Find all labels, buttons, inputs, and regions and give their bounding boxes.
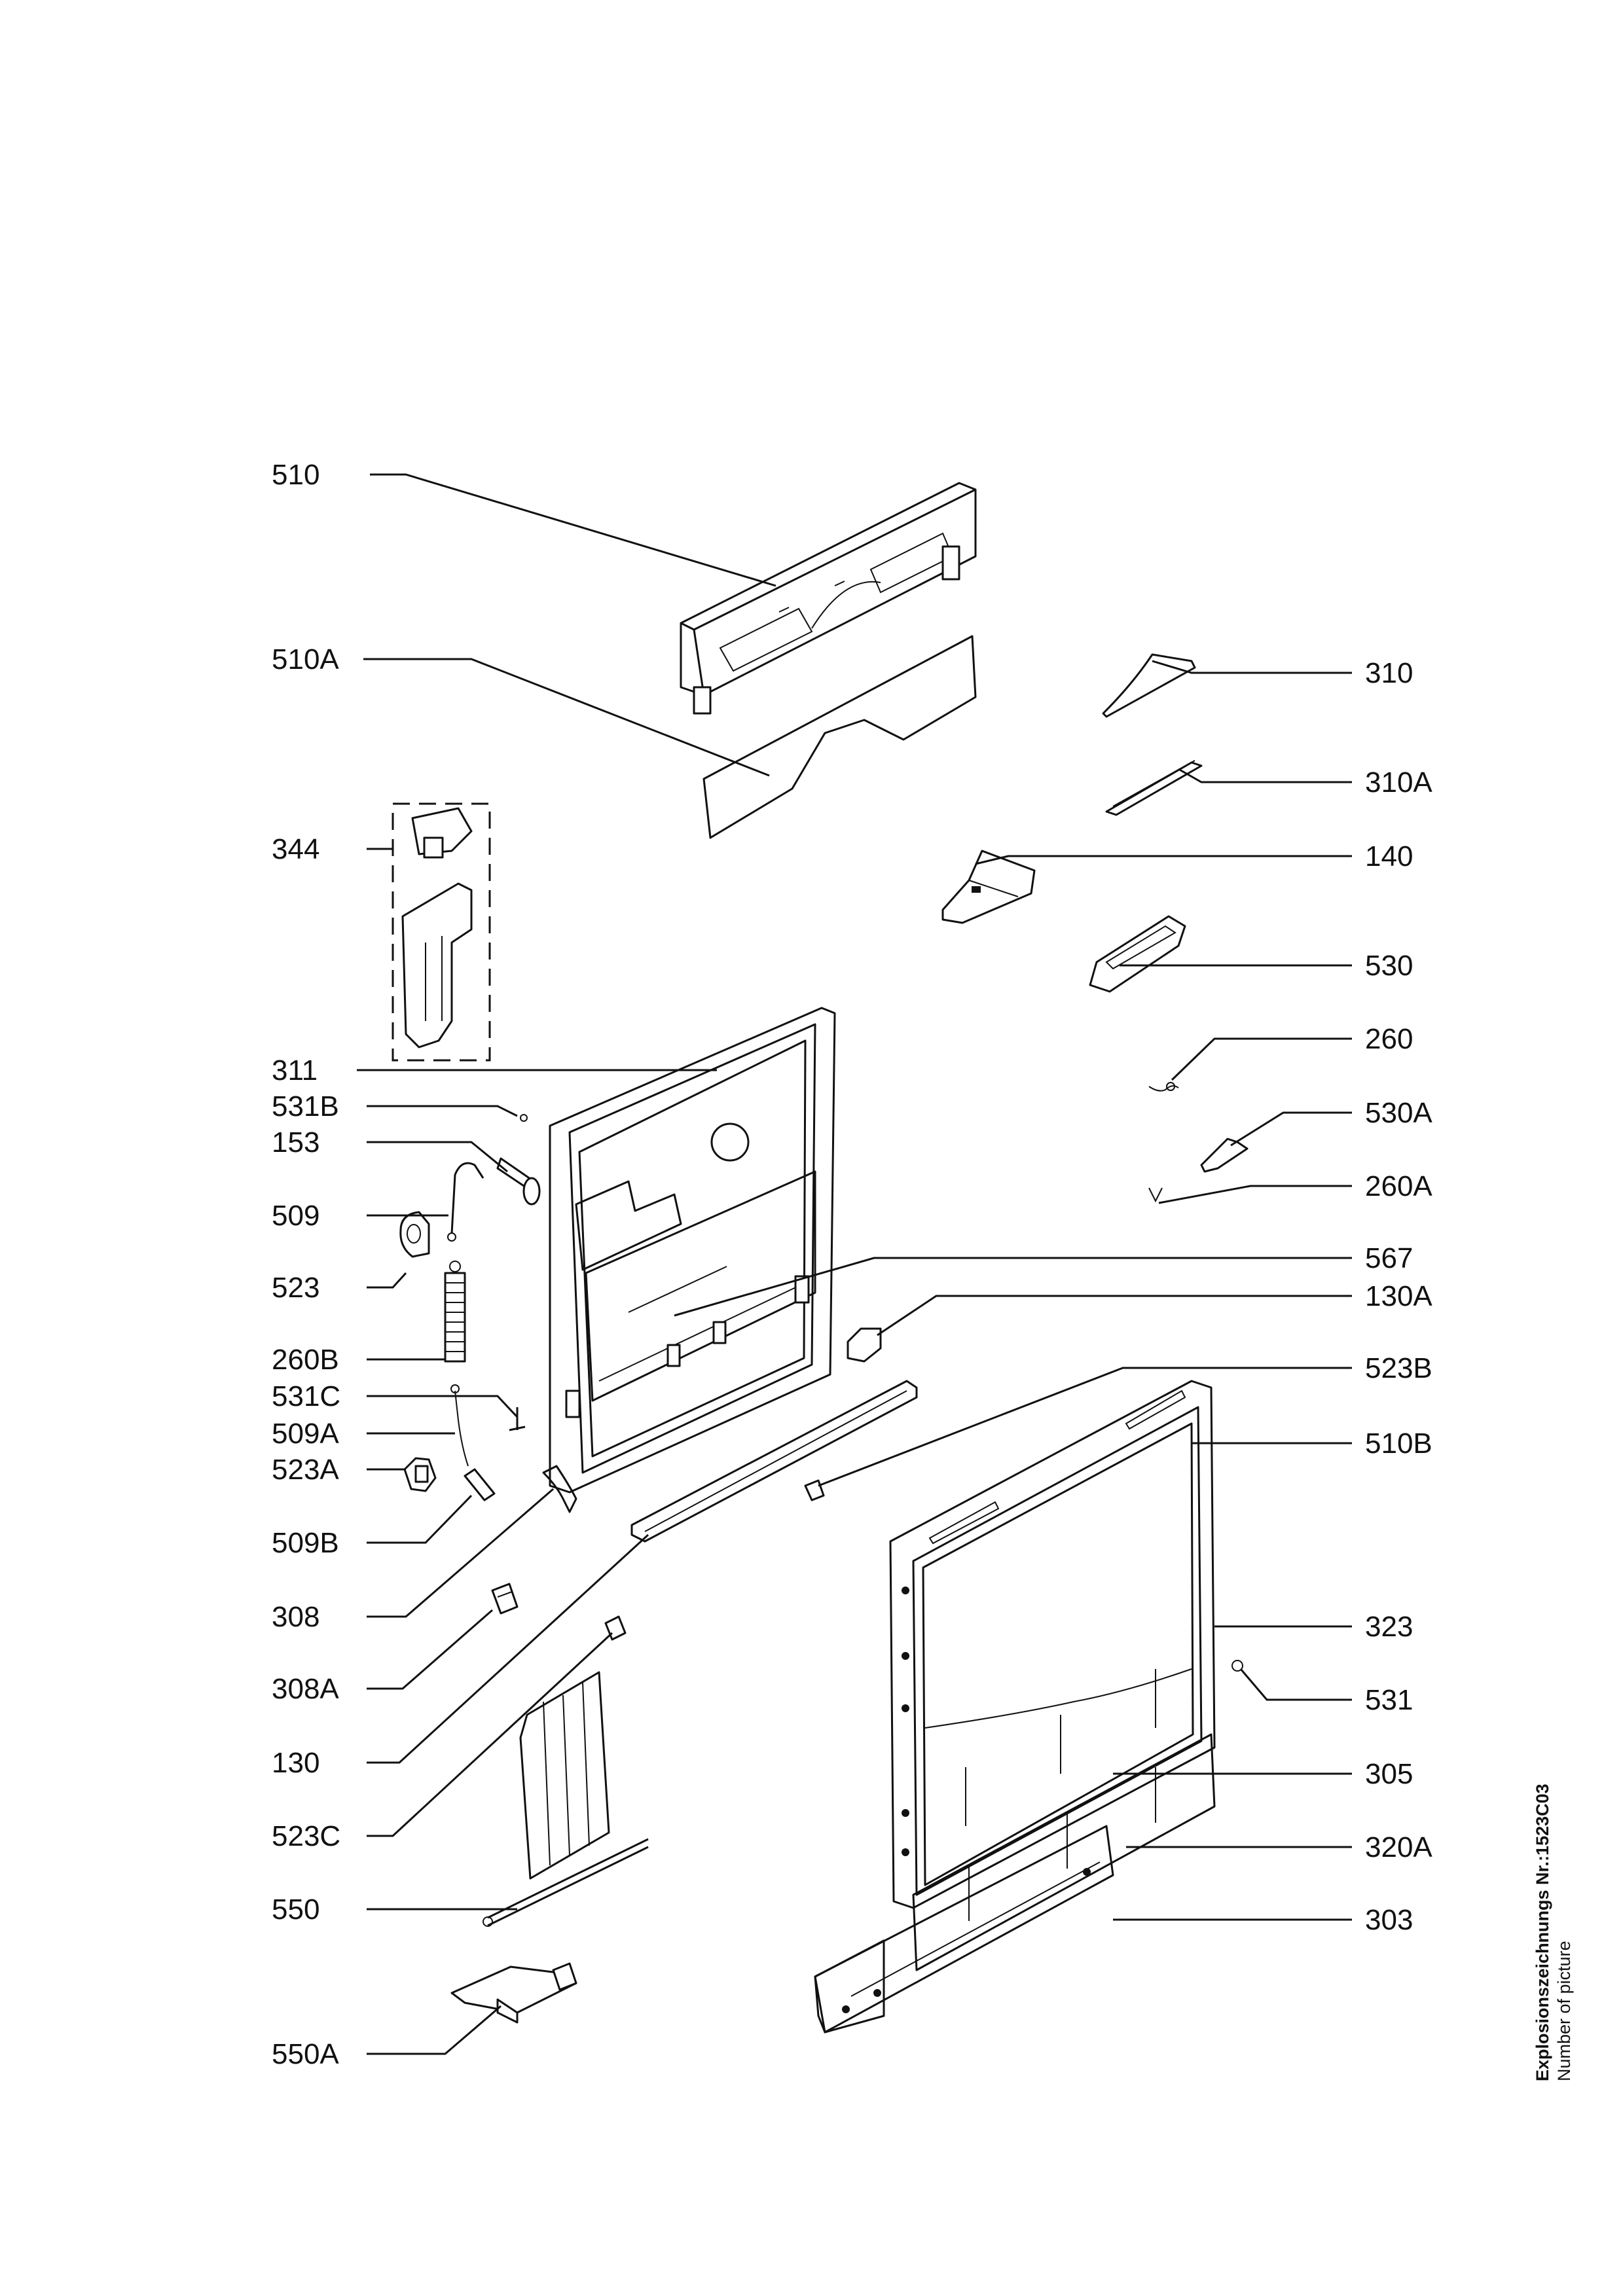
part-344-bracket-set	[392, 802, 491, 1062]
part-303-kick-plate	[814, 1825, 1114, 2034]
part-523A-pulley	[403, 1457, 437, 1492]
part-260B-spring	[444, 1261, 466, 1363]
part-140-switch	[941, 850, 1036, 924]
caption-subtitle: Number of picture	[1554, 1941, 1574, 2081]
part-311-inner-door	[542, 1007, 836, 1513]
label-523A: 523A	[272, 1454, 339, 1486]
label-510: 510	[272, 459, 319, 491]
label-530: 530	[1365, 950, 1413, 982]
label-308A: 308A	[272, 1673, 339, 1705]
part-523B-clip	[804, 1479, 825, 1501]
label-310: 310	[1365, 657, 1413, 689]
label-550: 550	[272, 1893, 319, 1926]
label-523B: 523B	[1365, 1352, 1432, 1384]
label-531C: 531C	[272, 1380, 340, 1412]
part-320A-lower-panel	[912, 1733, 1216, 1971]
label-344: 344	[272, 833, 319, 865]
label-310A: 310A	[1365, 766, 1432, 798]
part-260A-clip	[1148, 1187, 1163, 1203]
label-550A: 550A	[272, 2038, 339, 2070]
part-531-screw	[1231, 1660, 1243, 1672]
part-523-pulley	[399, 1211, 430, 1258]
part-130-rail	[630, 1380, 918, 1543]
label-260: 260	[1365, 1023, 1413, 1055]
part-130A-block	[847, 1327, 882, 1363]
part-510-control-panel	[680, 482, 977, 715]
label-311: 311	[272, 1054, 318, 1086]
label-530A: 530A	[1365, 1097, 1432, 1129]
part-531C-screw	[509, 1407, 526, 1431]
part-530A-latch	[1200, 1138, 1249, 1173]
label-308: 308	[272, 1601, 319, 1633]
part-531B-screw	[520, 1114, 528, 1122]
label-153: 153	[272, 1126, 319, 1158]
part-510A-panel-strip	[702, 635, 977, 839]
part-310-cover	[1102, 653, 1196, 718]
label-130A: 130A	[1365, 1280, 1432, 1312]
part-308A-clip	[491, 1583, 519, 1615]
label-130: 130	[272, 1747, 319, 1779]
label-510B: 510B	[1365, 1427, 1432, 1460]
part-260-spring	[1148, 1082, 1179, 1092]
part-153-latch-pin	[496, 1157, 541, 1206]
label-567: 567	[1365, 1242, 1413, 1274]
label-509B: 509B	[272, 1527, 339, 1559]
label-509: 509	[272, 1200, 319, 1232]
label-260B: 260B	[272, 1344, 339, 1376]
part-550A-bracket	[450, 1962, 577, 2024]
part-509A-cable	[450, 1384, 469, 1467]
part-509-hook	[447, 1162, 484, 1242]
label-303: 303	[1365, 1904, 1413, 1936]
label-509A: 509A	[272, 1418, 339, 1450]
label-523: 523	[272, 1272, 319, 1304]
label-510A: 510A	[272, 643, 339, 675]
leader-lines	[357, 473, 1352, 2055]
part-509B-link	[464, 1468, 496, 1501]
part-310A-strip	[1105, 760, 1203, 816]
label-140: 140	[1365, 840, 1413, 872]
label-320A: 320A	[1365, 1831, 1432, 1863]
caption-title: Explosionszeichnungs Nr.:1523C03	[1533, 1784, 1552, 2081]
part-550-stand	[483, 1671, 649, 1927]
part-number-labels: 510 510A 344 311 531B 153 509 523 260B 5…	[272, 459, 1432, 2070]
label-531: 531	[1365, 1684, 1413, 1716]
label-523C: 523C	[272, 1820, 340, 1852]
part-323-outer-door	[889, 1380, 1216, 1909]
label-531B: 531B	[272, 1090, 339, 1122]
label-305: 305	[1365, 1758, 1413, 1790]
picture-number-caption: Explosionszeichnungs Nr.:1523C03 Number …	[1533, 1784, 1574, 2081]
part-530-handle	[1089, 915, 1186, 993]
label-323: 323	[1365, 1611, 1413, 1643]
label-260A: 260A	[1365, 1170, 1432, 1202]
